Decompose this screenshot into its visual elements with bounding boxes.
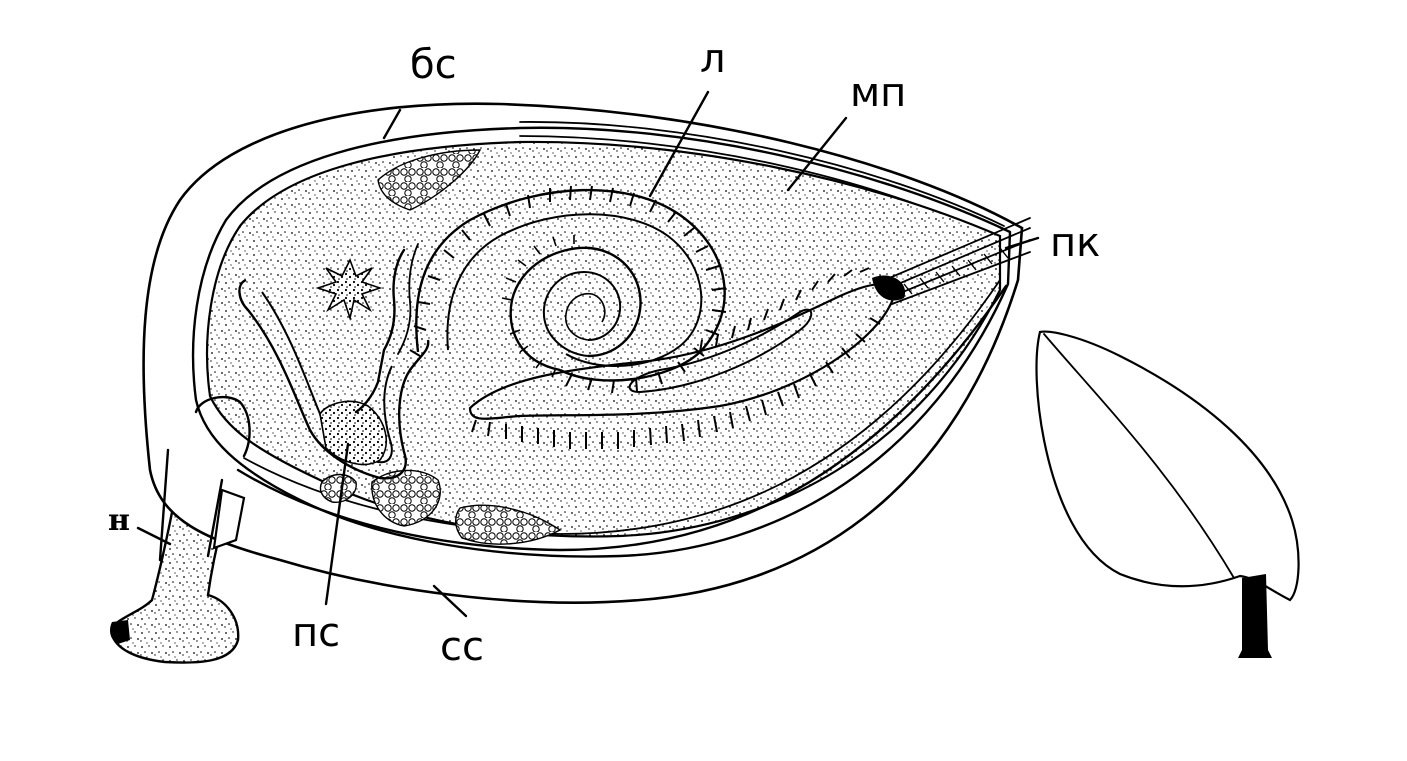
label-bs: бс	[410, 42, 457, 88]
brachiopod-section: бс л мп пк н пс сс	[108, 36, 1100, 670]
leader-l	[648, 90, 710, 198]
lophophore-spiral-core	[564, 292, 606, 341]
setae-bundle	[879, 217, 1031, 305]
inner-shell-line-dorsal	[519, 121, 1005, 227]
leader-mp	[786, 116, 848, 192]
esophagus-2	[397, 243, 419, 355]
leader-pk	[1004, 236, 1040, 250]
exterior-commissure	[1043, 333, 1235, 579]
label-n: н	[108, 503, 130, 538]
exterior-pedicle	[1238, 574, 1272, 658]
gonad-ventral-3	[319, 473, 357, 503]
label-ss: сс	[440, 624, 484, 670]
digestive-tract	[238, 278, 430, 480]
setae-hatching	[903, 247, 1009, 295]
label-mp: мп	[850, 70, 906, 116]
lophophore-ventral-groove	[628, 308, 813, 394]
leader-n	[136, 526, 172, 546]
mantle-boundary	[191, 126, 1012, 558]
leader-ps	[324, 442, 350, 606]
esophagus	[354, 248, 406, 414]
pedicle-foramen	[194, 395, 251, 458]
leader-bs	[382, 108, 402, 140]
pedicle-sheath-line-2	[206, 478, 224, 558]
tentacles-spiral	[501, 235, 575, 378]
shell-exterior-view	[1035, 330, 1300, 658]
pedicle-base-dark	[110, 620, 130, 644]
lophophore-arm-outer	[415, 188, 726, 382]
gonad-ventral-1	[371, 469, 441, 527]
gonad-dorsal	[377, 149, 482, 211]
tentacles-ventral	[471, 267, 881, 449]
stomach	[319, 400, 388, 466]
nerve-ganglion	[315, 258, 383, 321]
setae-dark-base	[872, 275, 906, 301]
leader-ss	[432, 584, 468, 618]
pedicle-muscle-block	[212, 488, 246, 550]
body-cavity	[206, 140, 1002, 538]
lophophore-spiral-inner	[542, 270, 622, 357]
gonad-ventral-2	[455, 504, 562, 545]
label-l: л	[700, 36, 726, 82]
ventral-valve-inner	[236, 284, 1008, 552]
label-pk: пк	[1050, 220, 1100, 266]
label-ps: пс	[292, 610, 340, 656]
lophophore-spiral-outer	[509, 246, 642, 372]
pedicle-sheath-line	[158, 448, 170, 562]
